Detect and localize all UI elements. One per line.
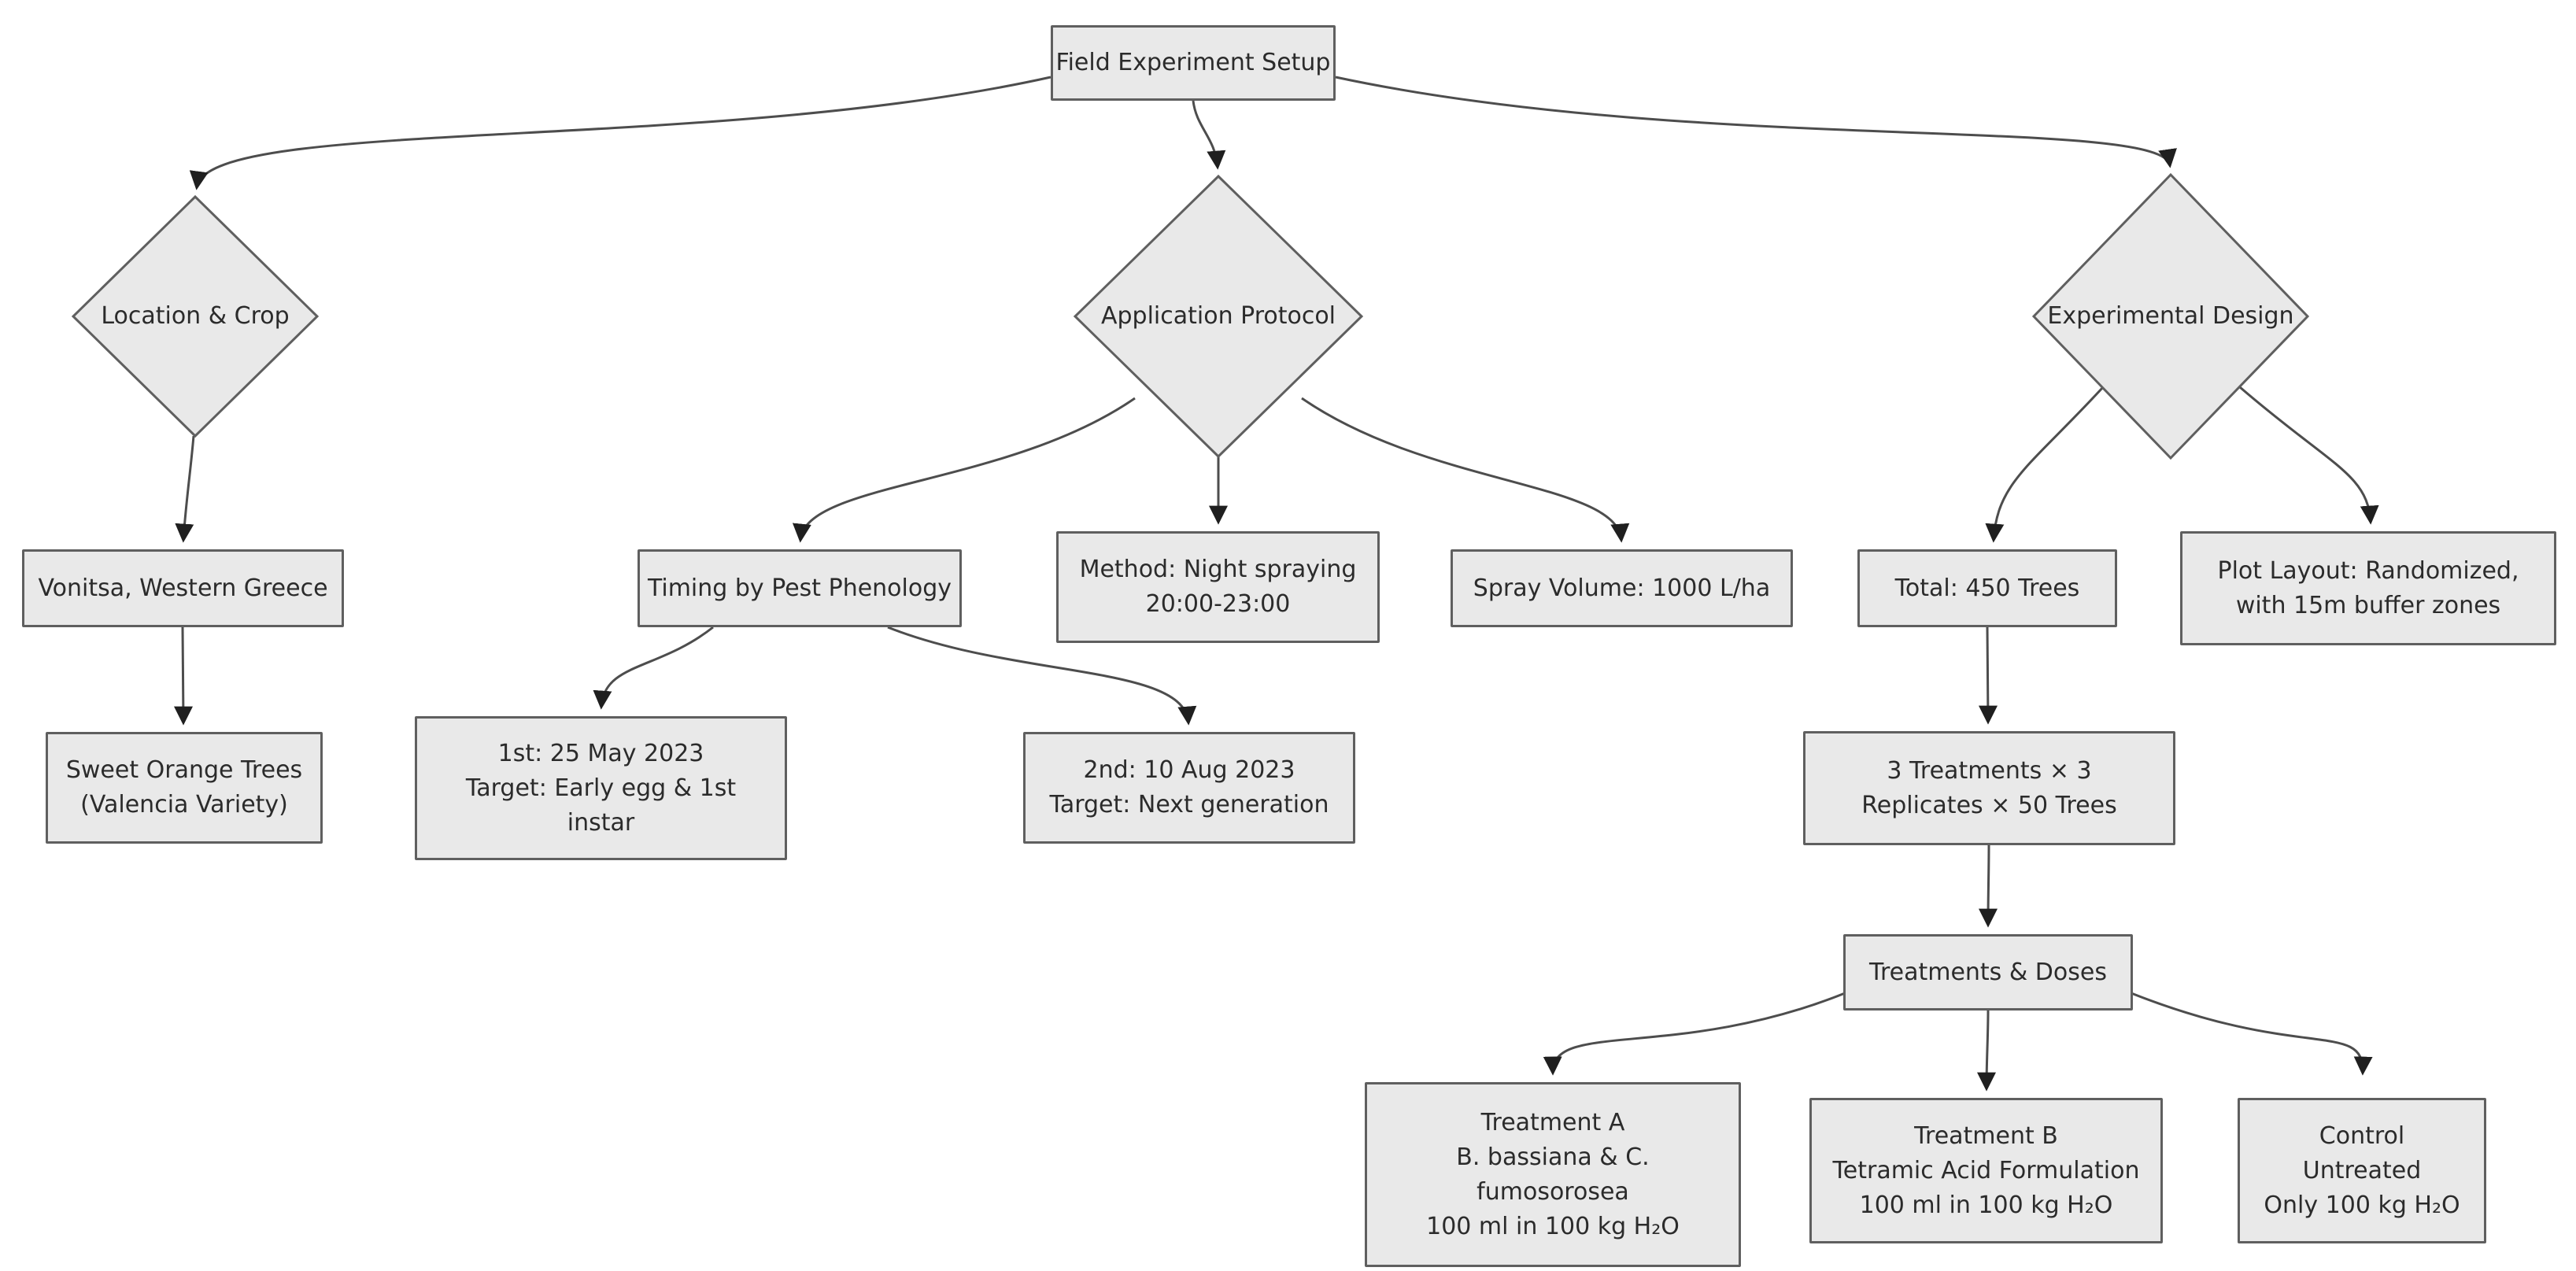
edge-experimental-design-to-total-trees: [1985, 386, 2105, 543]
edge-root-to-location-crop: [189, 76, 1051, 190]
diamond-experimental-design: [2031, 172, 2310, 460]
edge-treatments-doses-to-control: [2131, 992, 2373, 1076]
node-plot-layout: Plot Layout: Randomized, with 15m buffer…: [2180, 531, 2556, 645]
edge-experimental-design-to-plot-layout: [2239, 386, 2379, 525]
edge-total-trees-to-treatments-replicates: [1978, 626, 1998, 725]
node-spray-volume: Spray Volume: 1000 L/ha: [1451, 549, 1793, 627]
edge-application-protocol-to-spray-volume: [1301, 397, 1630, 543]
node-treatments-doses: Treatments & Doses: [1843, 934, 2133, 1011]
node-sweet-orange-trees: Sweet Orange Trees (Valencia Variety): [46, 732, 323, 844]
node-timing-by-pest-phenology: Timing by Pest Phenology: [638, 549, 962, 627]
edge-treatments-replicates-to-treatments-doses: [1979, 844, 1998, 928]
edge-timing-to-first-spray: [593, 626, 714, 710]
edge-location-crop-to-vonitsa: [175, 435, 195, 543]
edge-timing-to-second-spray: [887, 626, 1197, 726]
node-second-spray: 2nd: 10 Aug 2023 Target: Next generation: [1023, 732, 1355, 844]
node-field-experiment-setup: Field Experiment Setup: [1051, 25, 1336, 101]
edge-application-protocol-to-timing: [793, 397, 1136, 543]
node-treatment-a: Treatment A B. bassiana & C. fumosorosea…: [1365, 1082, 1741, 1267]
node-first-spray: 1st: 25 May 2023 Target: Early egg & 1st…: [415, 716, 787, 860]
node-treatment-b: Treatment B Tetramic Acid Formulation 10…: [1809, 1098, 2163, 1243]
diamond-application-protocol: [1073, 174, 1364, 459]
diamond-location-crop: [71, 194, 320, 438]
edge-treatments-doses-to-treatment-a: [1543, 992, 1846, 1076]
node-total-trees: Total: 450 Trees: [1857, 549, 2117, 627]
node-vonitsa-western-greece: Vonitsa, Western Greece: [22, 549, 344, 627]
edge-root-to-experimental-design: [1335, 76, 2177, 168]
node-method-night-spraying: Method: Night spraying 20:00-23:00: [1056, 531, 1380, 643]
node-treatments-replicates: 3 Treatments × 3 Replicates × 50 Trees: [1803, 731, 2175, 845]
edge-root-to-application-protocol: [1192, 100, 1226, 170]
node-control: Control Untreated Only 100 kg H₂O: [2238, 1098, 2486, 1243]
edge-treatments-doses-to-treatment-b: [1977, 1010, 1997, 1092]
